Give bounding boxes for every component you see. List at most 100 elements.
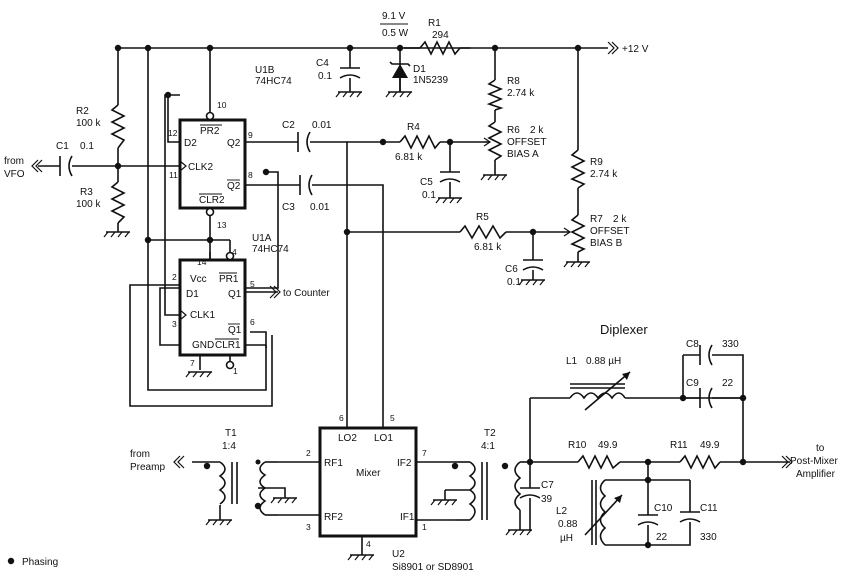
c7-ref-label: C7 [541, 480, 554, 491]
c11-ref-label: C11 [700, 503, 718, 514]
r10-value-label: 49.9 [598, 440, 618, 451]
from-vfo-label-line1: from [4, 156, 24, 167]
capacitor-plates [59, 67, 713, 526]
l2-ref-label: L2 [556, 506, 568, 517]
d1-part-label: 1N5239 [413, 75, 448, 86]
r1-value-label: 294 [432, 30, 449, 41]
u1b-pin-clk-label: CLK2 [188, 162, 213, 173]
c5-value-label: 0.1 [422, 190, 436, 201]
u1a-pin-clr-label: CLR1 [215, 340, 241, 351]
u1b-part-label: 74HC74 [255, 76, 292, 87]
t1-ratio-label: 1:4 [222, 441, 236, 452]
u1b-pin-qbar-label: Q2 [227, 181, 241, 192]
r11-zigzag [679, 454, 721, 470]
r1-ref-label: R1 [428, 18, 441, 29]
mixer-box [318, 426, 418, 538]
mixer-label: Mixer [356, 468, 381, 479]
r2-value-label: 100 k [76, 118, 101, 129]
u1b-pin-d-label: D2 [184, 138, 197, 149]
from-preamp-label-line2: Preamp [130, 462, 165, 473]
c11-value-label: 330 [700, 532, 717, 543]
u1a-pin-d-label: D1 [186, 289, 199, 300]
r10-ref-label: R10 [568, 440, 587, 451]
ground-symbols [103, 91, 590, 561]
r7-line2-label: BIAS B [590, 238, 623, 249]
r5-zigzag [459, 224, 507, 240]
l1-value-label: 0.88 µH [586, 356, 621, 367]
resistor-zigzags [110, 40, 721, 470]
inductor-l1 [569, 371, 631, 411]
u1a-pin-qbar-label: Q1 [228, 325, 242, 336]
r6-ref-label: R6 [507, 125, 520, 136]
r3-zigzag [110, 181, 126, 224]
u1b-pin-pr-label: PR2 [200, 126, 220, 137]
zener-voltage-label: 9.1 V [382, 11, 406, 22]
r6-line1-label: OFFSET [507, 137, 546, 148]
c7-value-label: 39 [541, 494, 553, 505]
mixer-pin-rf2-number: 3 [306, 522, 311, 532]
zener-diode-d1 [389, 61, 411, 92]
c1-ref-label: C1 [56, 141, 69, 152]
mixer-pin-lo1-label: LO1 [374, 433, 393, 444]
zener-power-label: 0.5 W [382, 28, 409, 39]
c4-value-label: 0.1 [318, 71, 332, 82]
c6-value-label: 0.1 [507, 277, 521, 288]
u1b-box [178, 118, 247, 210]
c3-ref-label: C3 [282, 202, 295, 213]
u1a-pin-pr-label: PR1 [219, 274, 239, 285]
r4-value-label: 6.81 k [395, 152, 423, 163]
u1a-pin-clk-label: CLK1 [190, 310, 215, 321]
l2-unit-label: µH [560, 533, 573, 544]
u1a-pin-gnd-label: GND [192, 340, 214, 351]
c8-ref-label: C8 [686, 339, 699, 350]
u1b-pin-q-label: Q2 [227, 138, 241, 149]
r8-ref-label: R8 [507, 76, 520, 87]
mixer-pin-rf1-number: 2 [306, 448, 311, 458]
r6-zigzag [487, 121, 503, 161]
u1a-pin-clk-number: 3 [172, 319, 177, 329]
c3-value-label: 0.01 [310, 202, 330, 213]
u1a-pin-q-label: Q1 [228, 289, 242, 300]
to-counter-label: to Counter [283, 288, 330, 299]
r5-ref-label: R5 [476, 212, 489, 223]
u1b-pin-clk-number: 11 [169, 170, 178, 180]
r5-value-label: 6.81 k [474, 242, 502, 253]
u1b-pin-pr-number: 10 [217, 100, 227, 110]
c10-value-label: 22 [656, 532, 668, 543]
r1-zigzag [419, 40, 470, 56]
c9-ref-label: C9 [686, 378, 699, 389]
to-post-label-line2: Post-Mixer [790, 456, 838, 467]
r4-ref-label: R4 [407, 122, 420, 133]
r9-zigzag [570, 149, 586, 189]
r2-zigzag [110, 104, 126, 149]
inversion-bubbles [205, 111, 235, 370]
t2-ref-label: T2 [484, 428, 496, 439]
junction-dots [114, 44, 747, 549]
t2-ratio-label: 4:1 [481, 441, 495, 452]
transformer-t2 [444, 461, 522, 521]
transformer-t1 [203, 461, 267, 516]
r3-ref-label: R3 [80, 187, 93, 198]
supply-label: +12 V [622, 44, 649, 55]
r3-value-label: 100 k [76, 199, 101, 210]
u1b-pin-qbar-number: 8 [248, 170, 253, 180]
c9-value-label: 22 [722, 378, 734, 389]
u1b-pin-d-number: 12 [168, 128, 178, 138]
from-vfo-label-line2: VFO [4, 169, 25, 180]
r6-value-label: 2 k [530, 125, 544, 136]
r2-ref-label: R2 [76, 106, 89, 117]
u1a-part-label: 74HC74 [252, 244, 289, 255]
c2-ref-label: C2 [282, 120, 295, 131]
phasing-legend-dot [7, 557, 15, 565]
mixer-pin-lo2-number: 6 [339, 413, 344, 423]
l2-value-label: 0.88 [558, 519, 578, 530]
u1b-pin-q-number: 9 [248, 130, 253, 140]
r9-value-label: 2.74 k [590, 169, 618, 180]
r8-value-label: 2.74 k [507, 88, 535, 99]
c10-ref-label: C10 [654, 503, 673, 514]
to-post-label-line3: Amplifier [796, 469, 836, 480]
mixer-pin-if1-number: 1 [422, 522, 427, 532]
l1-ref-label: L1 [566, 356, 578, 367]
u1a-pin-gnd-number: 7 [190, 358, 195, 368]
